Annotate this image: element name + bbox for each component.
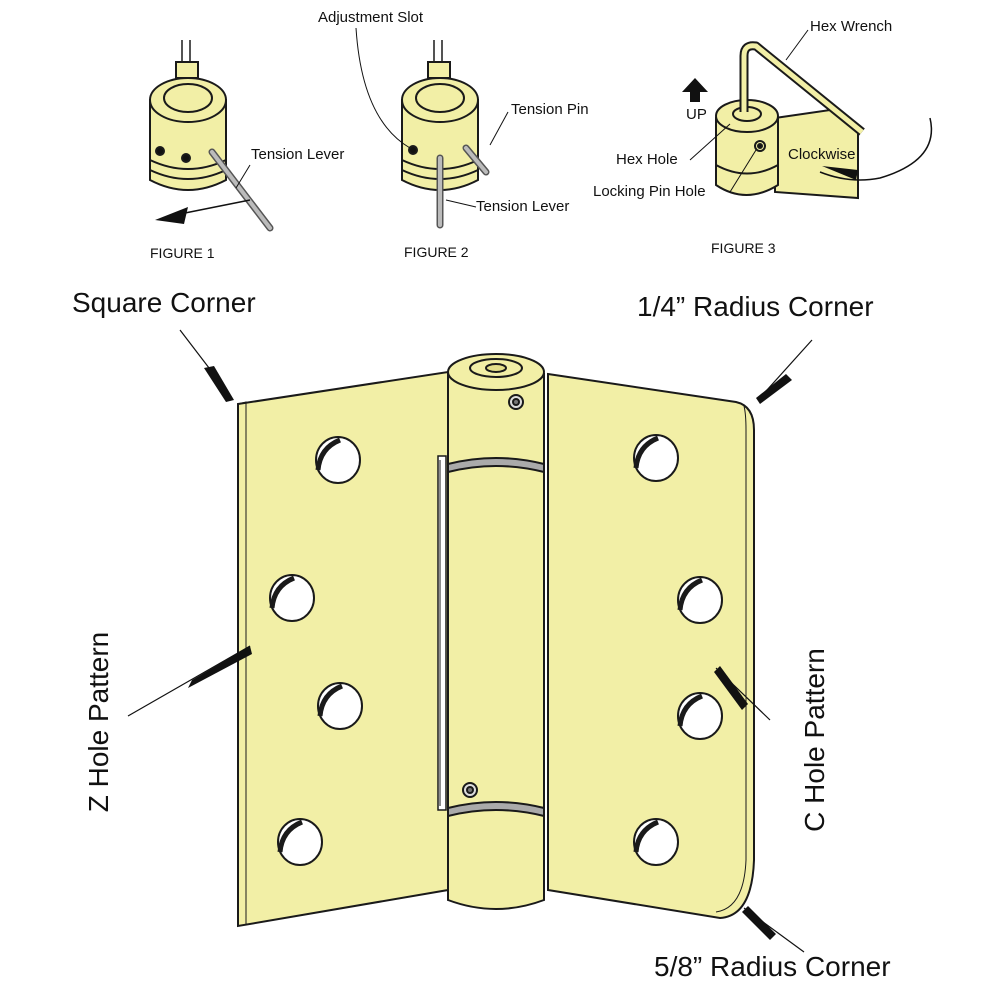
five-eighths-radius-corner-label: 5/8” Radius Corner: [654, 951, 891, 982]
fig3-hex-hole-label: Hex Hole: [616, 151, 678, 168]
fig3-up-label: UP: [686, 106, 707, 123]
fig2-tension-lever-label: Tension Lever: [476, 198, 570, 215]
figure-1-drawing: [149, 40, 274, 232]
quarter-radius-corner-label: 1/4” Radius Corner: [637, 291, 874, 322]
fig3-locking-pin-hole-label: Locking Pin Hole: [593, 183, 706, 200]
z-hole-pattern-label: Z Hole Pattern: [83, 631, 114, 813]
fig3-hex-wrench-label: Hex Wrench: [810, 18, 893, 35]
figure-2-drawing: [355, 27, 509, 229]
fig2-tension-pin-label: Tension Pin: [511, 101, 589, 118]
figure-3-title: FIGURE 3: [711, 240, 776, 256]
hinge-leader-lines: [127, 329, 813, 953]
figure-3-drawing: [682, 29, 933, 200]
hinge-drawing: [237, 353, 755, 928]
fig1-tension-lever-label: Tension Lever: [251, 146, 345, 163]
fig3-clockwise-label: Clockwise: [788, 146, 856, 163]
fig2-adjustment-slot-label: Adjustment Slot: [318, 9, 424, 26]
c-hole-pattern-label: C Hole Pattern: [799, 648, 830, 832]
square-corner-label: Square Corner: [72, 287, 256, 318]
figure-2-title: FIGURE 2: [404, 244, 469, 260]
figure-1-title: FIGURE 1: [150, 245, 215, 261]
